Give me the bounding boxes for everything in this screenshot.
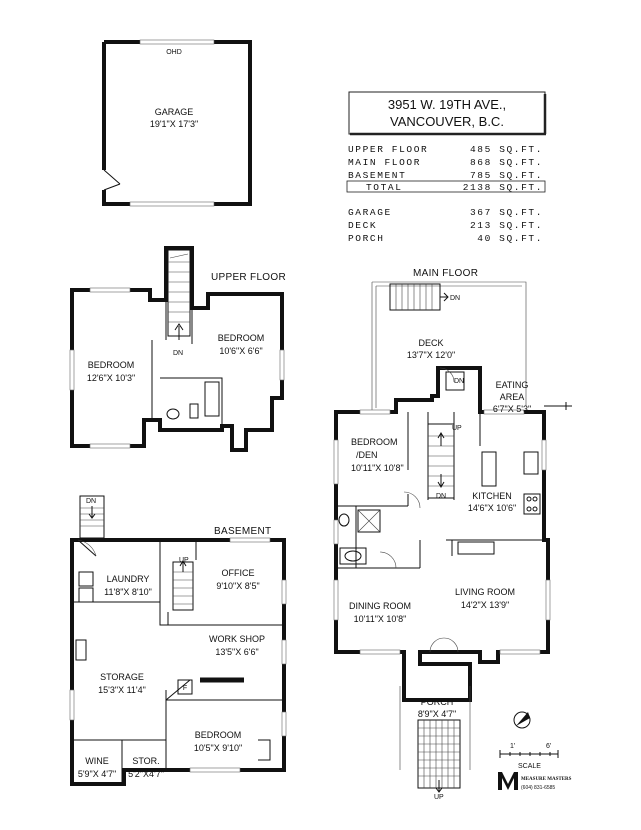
basement-workshop-name: WORK SHOP: [209, 634, 265, 644]
basement-title: BASEMENT: [214, 526, 271, 537]
main-eating-name: EATING: [496, 380, 529, 390]
area-deck-value: 213 SQ.FT.: [470, 220, 543, 231]
basement-office-dims: 9'10"X 8'5": [216, 581, 259, 591]
main-up1-label: UP: [452, 425, 462, 432]
area-main-value: 868 SQ.FT.: [470, 157, 543, 168]
scale-tick2: 6': [546, 743, 551, 750]
upper-floor-title: UPPER FLOOR: [211, 272, 286, 283]
basement-furnace-label: F: [183, 685, 187, 692]
main-deck-name: DECK: [418, 338, 443, 348]
garage-plan: OHD GARAGE 19'1"X 17'3": [102, 39, 252, 207]
main-dn1-label: DN: [450, 295, 460, 302]
main-floor-title: MAIN FLOOR: [413, 268, 478, 279]
garage-ohd: OHD: [166, 49, 182, 56]
area-upper-label: UPPER FLOOR: [348, 144, 428, 155]
basement-wine-name: WINE: [85, 756, 109, 766]
basement-stor-name: STOR.: [132, 756, 159, 766]
upper-stairs: [167, 249, 191, 340]
basement-storage-name: STORAGE: [100, 672, 144, 682]
address-line1: 3951 W. 19TH AVE.,: [388, 97, 506, 112]
main-living-dims: 14'2"X 13'9": [461, 600, 509, 610]
main-living-name: LIVING ROOM: [455, 587, 515, 597]
upper-dn-label: DN: [173, 350, 183, 357]
basement-office-name: OFFICE: [222, 568, 255, 578]
area-total-label: TOTAL: [366, 182, 403, 193]
main-dn2-label: DN: [454, 378, 464, 385]
garage-dims: 19'1"X 17'3": [150, 119, 198, 129]
scale-bar: 1' 6' SCALE: [499, 743, 559, 770]
main-dining-name: DINING ROOM: [349, 601, 411, 611]
upper-bedroom-left-dims: 12'6"X 10'3": [87, 373, 135, 383]
area-garage-value: 367 SQ.FT.: [470, 207, 543, 218]
area-basement-value: 785 SQ.FT.: [470, 170, 543, 181]
main-deck-dims: 13'7"X 12'0": [407, 350, 455, 360]
basement-laundry-dims: 11'8"X 8'10": [104, 587, 152, 597]
area-porch-value: 40 SQ.FT.: [477, 233, 543, 244]
basement-stor-dims: 5'2"X4'7": [128, 769, 164, 779]
main-deck-stairs: DN: [389, 283, 460, 311]
upper-floor-plan: UPPER FLOOR DN BEDROOM 12'6"X 10'3" BEDR…: [69, 246, 286, 452]
main-eating-dims: 6'7"X 5'3": [493, 404, 531, 414]
basement-workshop-dims: 13'5"X 6'6": [215, 647, 258, 657]
main-interior-stairs: UP DN: [427, 423, 462, 500]
main-floor-plan: MAIN FLOOR DN DN UP DN: [333, 268, 572, 801]
garage-name: GARAGE: [155, 107, 194, 117]
address-line2: VANCOUVER, B.C.: [390, 114, 504, 129]
main-bedroom-dims: 10'11"X 10'8": [351, 463, 404, 473]
basement-bedroom-name: BEDROOM: [195, 730, 242, 740]
area-deck-label: DECK: [348, 220, 377, 231]
basement-dn-label: DN: [86, 498, 96, 505]
total-box: [346, 180, 546, 193]
basement-exterior-stair: DN: [79, 495, 105, 539]
area-main-label: MAIN FLOOR: [348, 157, 421, 168]
area-porch-label: PORCH: [348, 233, 385, 244]
upper-bedroom-right-dims: 10'6"X 6'6": [219, 346, 262, 356]
upper-bedroom-left-name: BEDROOM: [88, 360, 135, 370]
main-kitchen-name: KITCHEN: [472, 491, 512, 501]
main-up2-label: UP: [434, 794, 444, 801]
logo-name: MEASURE MASTERS: [521, 777, 572, 782]
upper-bedroom-right-name: BEDROOM: [218, 333, 265, 343]
main-porch: UP: [399, 686, 471, 801]
main-porch-dims: 8'9"X 4'7": [418, 709, 456, 719]
main-bedroom-name: BEDROOM: [351, 437, 398, 447]
basement-laundry-name: LAUNDRY: [107, 574, 150, 584]
area-table: UPPER FLOOR 485 SQ.FT. MAIN FLOOR 868 SQ…: [346, 144, 546, 244]
logo-phone: (604) 831-6585: [521, 785, 555, 791]
basement-stairs: UP: [172, 557, 194, 611]
address-box: 3951 W. 19TH AVE., VANCOUVER, B.C.: [348, 91, 547, 136]
main-kitchen-dims: 14'6"X 10'6": [468, 503, 516, 513]
scale-label: SCALE: [518, 763, 541, 770]
basement-bedroom-dims: 10'5"X 9'10": [194, 743, 242, 753]
main-porch-name: PORCH: [421, 697, 454, 707]
basement-plan: BASEMENT DN UP: [69, 495, 287, 786]
main-dining-dims: 10'11"X 10'8": [354, 614, 407, 624]
measure-masters-logo: MEASURE MASTERS (604) 831-6585: [498, 772, 572, 791]
main-bedroom-name2: /DEN: [356, 450, 378, 460]
main-eating-name2: AREA: [500, 392, 525, 402]
basement-up-label: UP: [179, 557, 189, 564]
basement-wine-dims: 5'9"X 4'7": [78, 769, 116, 779]
area-total-value: 2138 SQ.FT.: [463, 182, 543, 193]
scale-tick1: 1': [510, 743, 515, 750]
area-basement-label: BASEMENT: [348, 170, 406, 181]
basement-storage-dims: 15'3"X 11'4": [98, 685, 146, 695]
north-arrow-icon: [513, 711, 531, 729]
area-upper-value: 485 SQ.FT.: [470, 144, 543, 155]
main-dn3-label: DN: [436, 493, 446, 500]
area-garage-label: GARAGE: [348, 207, 392, 218]
